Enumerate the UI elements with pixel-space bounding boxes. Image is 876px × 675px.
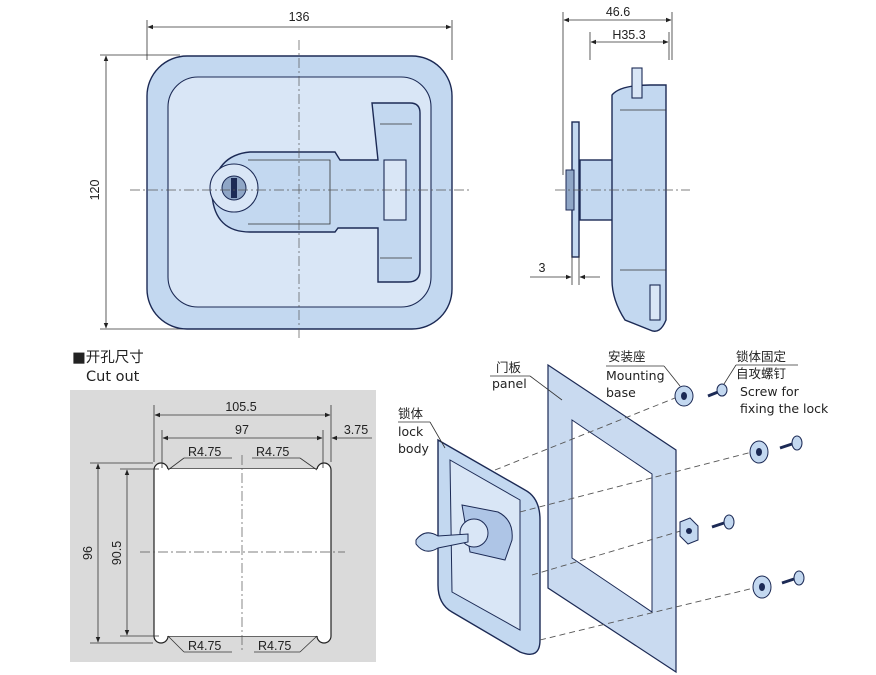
cutout-inner-width: 97 (235, 423, 249, 437)
base-label-en-1: Mounting (606, 368, 665, 383)
key-icon (415, 532, 469, 552)
cutout-title-en: Cut out (86, 369, 140, 385)
side-view: 46.6 H35.3 3 (530, 5, 690, 332)
radius-top-left: R4.75 (188, 445, 221, 459)
cutout-inner-height: 90.5 (110, 541, 124, 565)
lock-label-cn: 锁体 (398, 406, 424, 421)
screw-label-en-1: Screw for (740, 384, 800, 399)
cutout-title-cn: ■开孔尺寸 (72, 349, 144, 366)
side-flange-dimension: 3 (530, 255, 600, 285)
screw-1 (707, 383, 728, 398)
side-housing-label: H35.3 (612, 28, 645, 42)
exploded-view: 门板 panel 锁体 lock body (398, 349, 829, 674)
mounting-base-2 (749, 440, 769, 464)
screw-3 (711, 514, 735, 530)
mounting-base-1 (674, 385, 694, 407)
lock-label-en-2: body (398, 441, 430, 456)
screw-label-cn-2: 自攻螺钉 (736, 366, 787, 381)
radius-bottom-left: R4.75 (188, 639, 221, 653)
base-label-en-2: base (606, 385, 636, 400)
cutout-fill (162, 469, 323, 636)
front-width-dimension: 136 (147, 10, 452, 30)
front-height-dimension: 120 (88, 55, 109, 329)
mounting-base-3 (679, 517, 699, 545)
side-depth-label: 46.6 (606, 5, 630, 19)
side-housing-dimension: H35.3 (590, 28, 669, 45)
cutout-overall-width: 105.5 (225, 400, 256, 414)
front-height-label: 120 (88, 180, 102, 201)
side-depth-dimension: 46.6 (563, 5, 672, 23)
panel-cutout (571, 419, 653, 613)
handle-slot (248, 159, 331, 225)
side-flange-label: 3 (539, 261, 546, 275)
base-label-cn: 安装座 (608, 349, 646, 364)
mounting-base-4 (752, 575, 772, 599)
side-handle-top (631, 67, 643, 99)
radius-top-right: R4.75 (256, 445, 289, 459)
screw-label-en-2: fixing the lock (740, 401, 829, 416)
cutout-offset: 3.75 (344, 423, 368, 437)
front-width-label: 136 (289, 10, 310, 24)
screw-label-cn-1: 锁体固定 (736, 349, 786, 364)
panel-label-cn: 门板 (496, 360, 522, 375)
cutout-overall-height: 96 (81, 546, 95, 560)
lock-label-en-1: lock (398, 424, 424, 439)
cutout-section: ■开孔尺寸 Cut out 105.5 97 3.75 96 90.5 (70, 349, 376, 662)
side-handle-bottom (649, 284, 661, 321)
panel-label-en: panel (492, 376, 527, 391)
front-view: 136 120 (88, 10, 470, 340)
screw-2 (779, 435, 803, 451)
radius-bottom-right: R4.75 (258, 639, 291, 653)
t-handle (211, 102, 421, 283)
keyway-icon (231, 178, 237, 198)
screw-4 (781, 570, 805, 586)
